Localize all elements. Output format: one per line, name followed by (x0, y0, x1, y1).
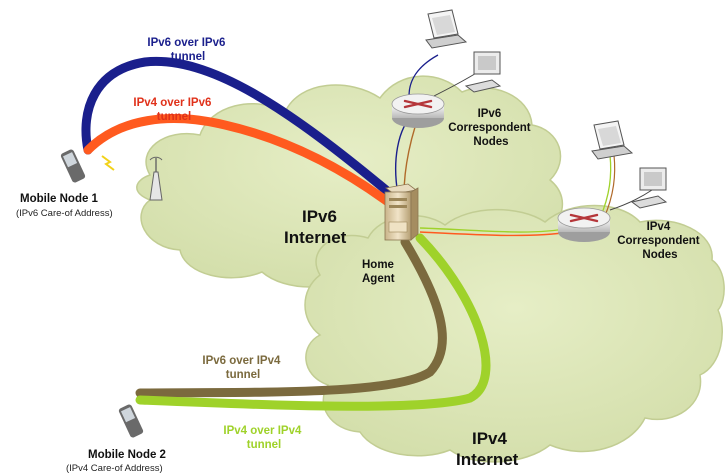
mobile-node-2-address: (IPv4 Care-of Address) (66, 463, 163, 474)
ipv4-laptop-icon (591, 120, 634, 160)
link-ipv4-router-to-pc (609, 189, 653, 211)
mobile-node-1-address: (IPv6 Care-of Address) (16, 208, 113, 219)
ipv6-correspondent-label: IPv6 Correspondent Nodes (448, 108, 534, 148)
home-agent-label: Home Agent (362, 259, 397, 285)
tunnel-ipv6-over-ipv4-label: IPv6 over IPv4 tunnel (202, 355, 283, 381)
base-station-antenna-icon (149, 156, 163, 201)
tunnel-ipv6-over-ipv4 (135, 237, 447, 398)
link-ipv4-router-to-laptop-2 (603, 154, 616, 219)
link-ha-to-ipv4-router-1 (419, 231, 571, 237)
ipv6-laptop-icon (425, 9, 468, 49)
ipv4-desktop-icon (630, 167, 668, 209)
tunnel-ipv4-over-ipv6-label: IPv4 over IPv6 tunnel (133, 97, 214, 123)
home-agent-server-icon (384, 183, 419, 241)
ipv4-cloud-label: IPv4 Internet (456, 429, 519, 469)
ipv4-correspondent-label: IPv4 Correspondent Nodes (617, 221, 703, 261)
tunnel-ipv4-over-ipv6 (83, 114, 397, 210)
link-ha-to-ipv4-router-2 (419, 227, 571, 233)
mobile-node-2-phone-icon (118, 404, 144, 438)
mobile-node-2-label: Mobile Node 2 (88, 449, 166, 461)
ipv4-router-icon (557, 207, 611, 242)
ipv6-desktop-icon (464, 51, 502, 93)
mobile-node-1-phone-icon (60, 149, 115, 183)
ipv4-cloud (304, 204, 725, 463)
tunnel-ipv4-over-ipv4-label: IPv4 over IPv4 tunnel (223, 425, 304, 451)
tunnel-ipv6-over-ipv6-label: IPv6 over IPv6 tunnel (147, 37, 228, 63)
tunnel-ipv4-over-ipv4 (135, 233, 491, 411)
tunnel-ipv6-over-ipv6 (81, 56, 397, 200)
ipv6-cloud-label: IPv6 Internet (284, 207, 347, 247)
ipv6-router-icon (391, 93, 445, 128)
mobile-node-1-label: Mobile Node 1 (20, 193, 99, 205)
